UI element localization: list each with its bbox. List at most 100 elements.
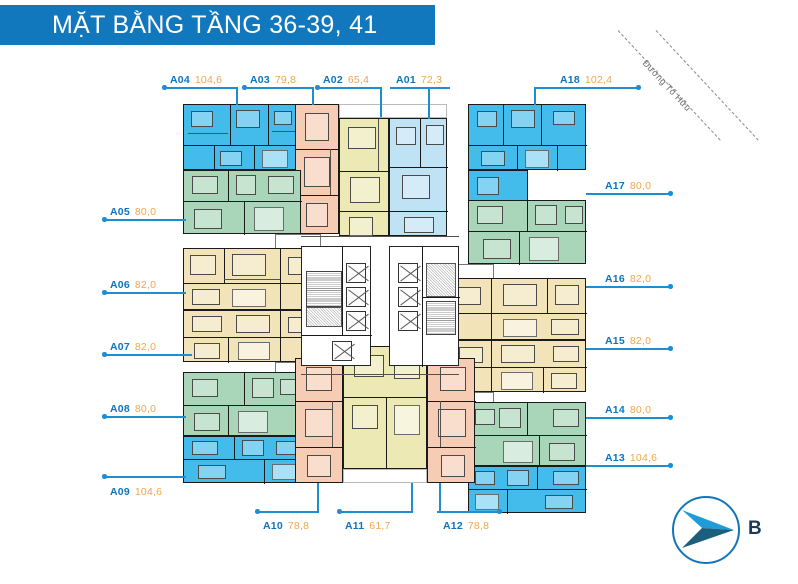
unit-A10[interactable] — [295, 358, 344, 483]
unit-code: A08 — [110, 403, 130, 415]
unit-code: A02 — [323, 74, 343, 86]
stair-right — [426, 301, 456, 335]
leader-A06 — [104, 292, 186, 294]
unit-area: 82,0 — [134, 341, 157, 353]
unit-A02[interactable] — [339, 118, 390, 237]
unit-A08[interactable] — [183, 372, 302, 437]
leader-dot-A11 — [337, 509, 342, 514]
leader-A07 — [104, 354, 192, 356]
unit-A03-body[interactable] — [295, 104, 340, 234]
unit-A07[interactable] — [183, 310, 322, 363]
unit-area: 104,6 — [629, 452, 658, 464]
leader-A09 — [104, 476, 186, 478]
leader-A18 — [534, 87, 640, 89]
page-title: MẶT BẰNG TẦNG 36-39, 41 — [52, 10, 378, 39]
leader-A17 — [586, 193, 671, 195]
leader-A11 — [339, 511, 413, 513]
unit-area: 82,0 — [134, 279, 157, 291]
unit-A01[interactable] — [389, 118, 448, 236]
unit-area: 72,3 — [420, 74, 443, 86]
leader-A02-drop — [380, 87, 382, 117]
unit-area: 80,0 — [629, 404, 652, 416]
leader-dot-A02 — [315, 85, 320, 90]
unit-A12[interactable] — [427, 358, 476, 483]
unit-A14[interactable] — [468, 402, 587, 467]
unit-code: A07 — [110, 341, 130, 353]
compass-direction-label: B — [748, 518, 762, 539]
lobby-hatch-right — [426, 263, 456, 297]
compass-needle — [682, 510, 734, 548]
callout-A10: A10 78,8 — [263, 516, 309, 534]
leader-A03-drop — [312, 87, 314, 105]
unit-code: A03 — [250, 74, 270, 86]
leader-A08 — [104, 416, 186, 418]
unit-code: A17 — [605, 180, 625, 192]
unit-A05[interactable] — [183, 170, 302, 235]
unit-A16[interactable] — [448, 278, 587, 341]
leader-dot-A16 — [668, 284, 673, 289]
unit-code: A04 — [170, 74, 190, 86]
unit-area: 102,4 — [584, 74, 613, 86]
unit-area: 82,0 — [629, 335, 652, 347]
unit-A18-wing[interactable] — [468, 170, 528, 204]
balcony-bottom-center — [343, 469, 427, 483]
lobby-hatch-left — [306, 307, 342, 327]
leader-A12-drop — [439, 483, 441, 511]
callout-A15: A15 82,0 — [605, 331, 651, 349]
elevator-shaft-3 — [346, 311, 366, 331]
callout-A09: A09 104,6 — [110, 482, 162, 500]
unit-area: 78,8 — [287, 520, 310, 532]
leader-A02 — [317, 87, 382, 89]
leader-dot-A12 — [497, 509, 502, 514]
leader-dot-A13 — [668, 463, 673, 468]
callout-A08: A08 80,0 — [110, 399, 156, 417]
unit-A18[interactable] — [468, 104, 587, 171]
unit-area: 104,6 — [134, 486, 163, 498]
callout-A07: A07 82,0 — [110, 337, 156, 355]
stair-left — [306, 271, 342, 307]
unit-A09[interactable] — [183, 436, 302, 484]
unit-A17[interactable] — [468, 200, 587, 265]
leader-dot-A10 — [255, 509, 260, 514]
leader-A04-drop — [236, 87, 238, 105]
compass-ring — [672, 496, 740, 564]
leader-A01 — [390, 87, 450, 89]
core-left — [301, 246, 372, 366]
unit-area: 65,4 — [347, 74, 370, 86]
unit-code: A15 — [605, 335, 625, 347]
callout-A02: A02 65,4 — [323, 70, 369, 88]
leader-dot-A14 — [668, 415, 673, 420]
core-right — [389, 246, 460, 367]
street-annotation: Đường Tố Hữu — [612, 28, 798, 158]
leader-dot-A03 — [242, 85, 247, 90]
unit-code: A13 — [605, 452, 625, 464]
unit-code: A10 — [263, 520, 283, 532]
leader-dot-A08 — [102, 414, 107, 419]
compass: B — [672, 496, 762, 568]
leader-dot-A05 — [102, 217, 107, 222]
street-name: Đường Tố Hữu — [640, 58, 694, 114]
title-top-rule — [0, 0, 437, 5]
leader-A10 — [257, 511, 319, 513]
unit-code: A11 — [345, 520, 365, 532]
unit-area: 78,8 — [467, 520, 490, 532]
leader-dot-A04 — [162, 85, 167, 90]
elevator-shaft-5 — [398, 263, 418, 283]
unit-A06[interactable] — [183, 248, 322, 311]
floor-plan — [183, 96, 587, 514]
unit-A13[interactable] — [468, 466, 587, 514]
unit-area: 80,0 — [134, 403, 157, 415]
callout-A13: A13 104,6 — [605, 448, 657, 466]
leader-A10-drop — [317, 483, 319, 511]
unit-code: A09 — [110, 486, 130, 498]
unit-area: 82,0 — [629, 273, 652, 285]
unit-A11[interactable] — [343, 346, 428, 470]
unit-A04[interactable] — [183, 104, 302, 171]
leader-dot-A09 — [102, 474, 107, 479]
